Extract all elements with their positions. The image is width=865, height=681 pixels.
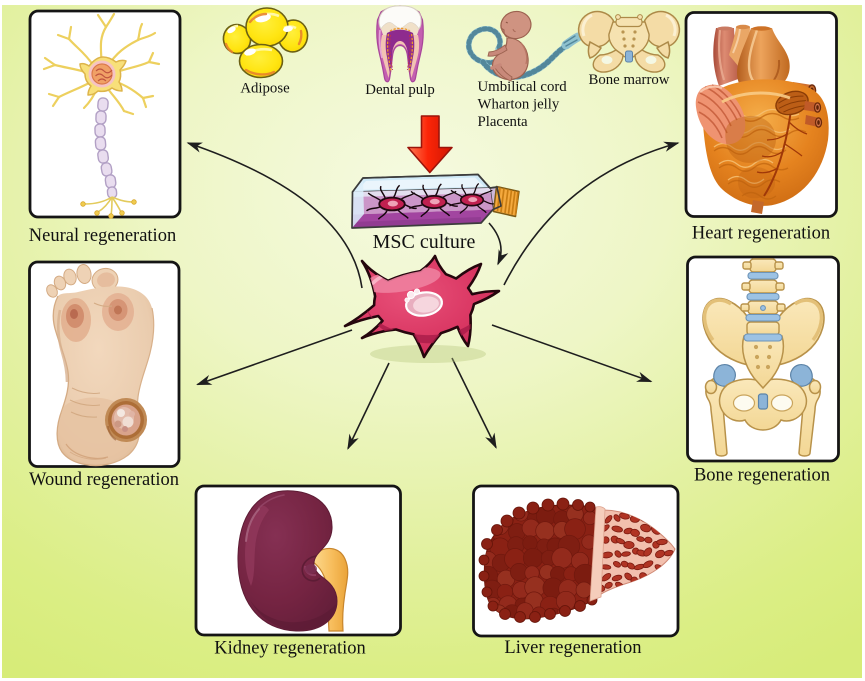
- svg-text:Liver regeneration: Liver regeneration: [504, 638, 641, 658]
- svg-text:Adipose: Adipose: [240, 81, 290, 97]
- svg-text:Umbilical cord: Umbilical cord: [478, 79, 568, 95]
- svg-text:Bone regeneration: Bone regeneration: [694, 466, 830, 486]
- svg-text:Heart regeneration: Heart regeneration: [692, 224, 830, 244]
- svg-text:Kidney regeneration: Kidney regeneration: [214, 639, 366, 659]
- svg-text:Neural regeneration: Neural regeneration: [29, 226, 176, 246]
- svg-text:Dental pulp: Dental pulp: [365, 82, 434, 98]
- svg-text:Wound regeneration: Wound regeneration: [29, 470, 179, 490]
- svg-text:MSC culture: MSC culture: [373, 231, 476, 253]
- svg-text:Wharton jelly: Wharton jelly: [478, 97, 560, 113]
- svg-text:Bone marrow: Bone marrow: [589, 72, 670, 88]
- svg-text:Placenta: Placenta: [478, 114, 529, 130]
